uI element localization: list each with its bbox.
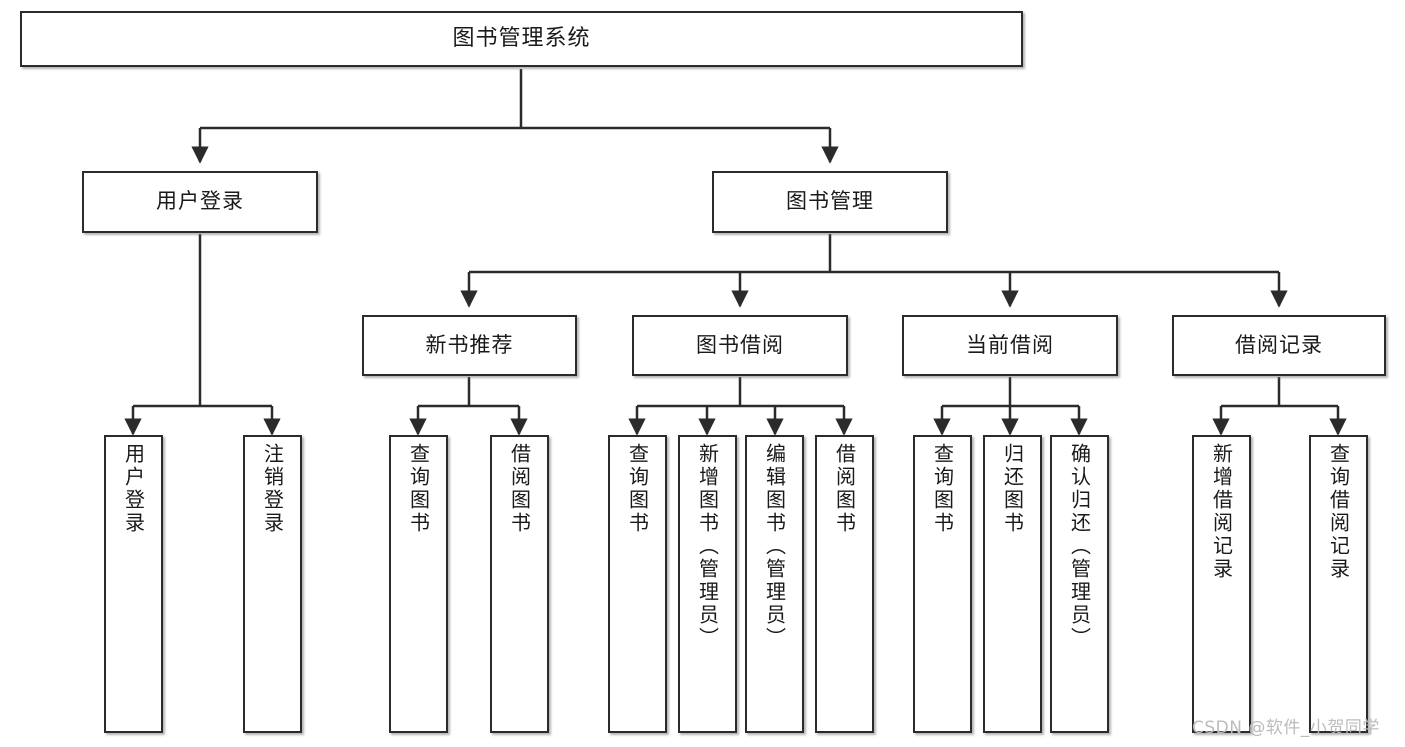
node-label: 当前借阅 bbox=[966, 332, 1054, 357]
node-new-book-recommend[interactable]: 新书推荐 bbox=[362, 315, 577, 376]
node-label: 用户登录 bbox=[156, 189, 244, 214]
leaf-records-query-record[interactable]: 查询借阅记录 bbox=[1309, 435, 1368, 733]
node-label: 查询图书 bbox=[625, 443, 650, 535]
leaf-new-book-query[interactable]: 查询图书 bbox=[389, 435, 448, 733]
leaf-borrow-edit-book-admin[interactable]: 编辑图书（管理员） bbox=[745, 435, 804, 733]
leaf-borrow-query-book[interactable]: 查询图书 bbox=[608, 435, 667, 733]
node-label: 查询图书 bbox=[406, 443, 431, 535]
node-root-system[interactable]: 图书管理系统 bbox=[20, 11, 1023, 67]
node-user-login[interactable]: 用户登录 bbox=[82, 171, 318, 233]
leaf-current-query-book[interactable]: 查询图书 bbox=[913, 435, 972, 733]
node-label: 编辑图书（管理员） bbox=[762, 443, 787, 650]
node-label: 新增图书（管理员） bbox=[695, 443, 720, 650]
node-label: 借阅图书 bbox=[507, 443, 532, 535]
leaf-user-login-logout[interactable]: 注销登录 bbox=[243, 435, 302, 733]
node-label: 图书管理 bbox=[786, 189, 874, 214]
node-book-management[interactable]: 图书管理 bbox=[712, 171, 948, 233]
node-label: 查询图书 bbox=[930, 443, 955, 535]
node-label: 新书推荐 bbox=[425, 332, 514, 357]
leaf-current-confirm-return-admin[interactable]: 确认归还（管理员） bbox=[1050, 435, 1109, 733]
node-label: 注销登录 bbox=[260, 443, 285, 535]
node-borrow-records[interactable]: 借阅记录 bbox=[1172, 315, 1386, 376]
node-label: 借阅记录 bbox=[1235, 332, 1323, 357]
node-label: 查询借阅记录 bbox=[1326, 443, 1351, 581]
node-label: 用户登录 bbox=[121, 443, 146, 535]
node-label: 图书借阅 bbox=[696, 332, 784, 357]
leaf-records-add-record[interactable]: 新增借阅记录 bbox=[1192, 435, 1251, 733]
node-label: 归还图书 bbox=[1000, 443, 1025, 535]
node-label: 图书管理系统 bbox=[452, 25, 591, 51]
node-current-borrow[interactable]: 当前借阅 bbox=[902, 315, 1118, 376]
csdn-watermark: CSDN @软件_小贺同学 bbox=[1192, 718, 1380, 738]
leaf-borrow-borrow-book[interactable]: 借阅图书 bbox=[815, 435, 874, 733]
leaf-borrow-add-book-admin[interactable]: 新增图书（管理员） bbox=[678, 435, 737, 733]
node-label: 确认归还（管理员） bbox=[1067, 443, 1092, 650]
node-label: 借阅图书 bbox=[832, 443, 857, 535]
node-label: 新增借阅记录 bbox=[1209, 443, 1234, 581]
node-book-borrow[interactable]: 图书借阅 bbox=[632, 315, 848, 376]
leaf-current-return-book[interactable]: 归还图书 bbox=[983, 435, 1042, 733]
leaf-new-book-borrow[interactable]: 借阅图书 bbox=[490, 435, 549, 733]
leaf-user-login-login[interactable]: 用户登录 bbox=[104, 435, 163, 733]
